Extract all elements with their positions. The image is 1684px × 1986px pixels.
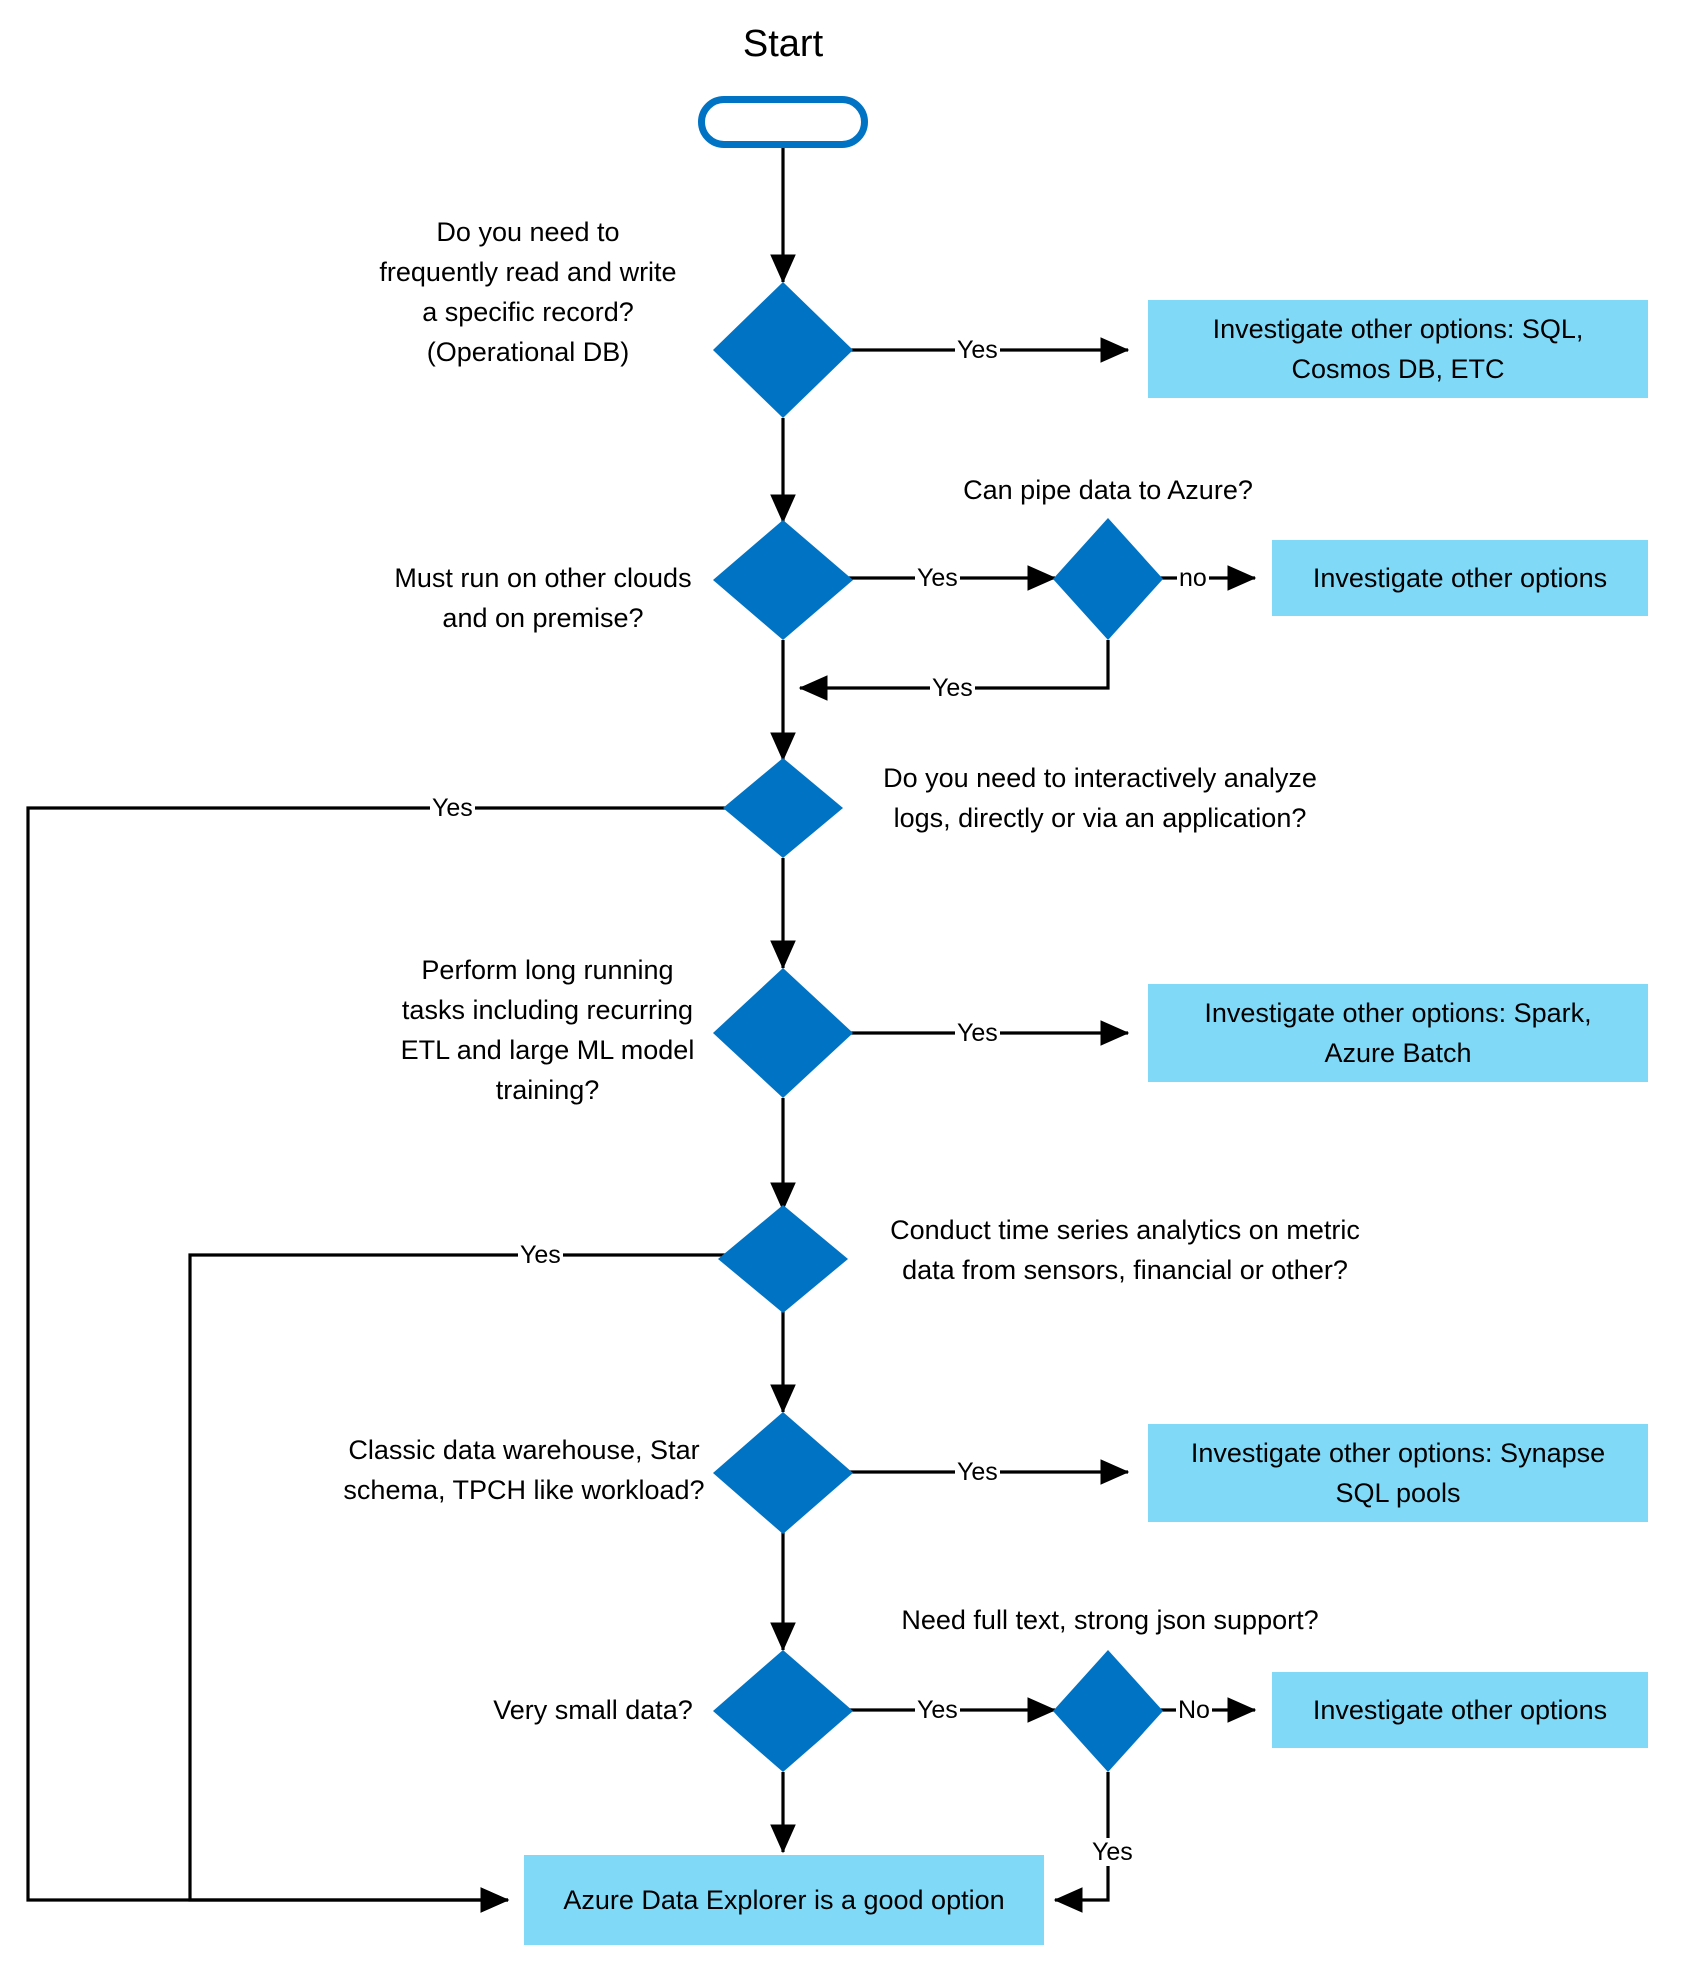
decision-1-diamond[interactable] bbox=[713, 282, 853, 418]
decision-6-diamond[interactable] bbox=[713, 1412, 853, 1534]
decision-2b-label: Can pipe data to Azure? bbox=[963, 475, 1253, 505]
outcome-box-6[interactable]: Investigate other options: Synapse SQL p… bbox=[1148, 1424, 1648, 1522]
decision-7b-diamond[interactable] bbox=[1053, 1650, 1163, 1772]
start-terminator bbox=[698, 96, 868, 148]
decision-7-diamond[interactable] bbox=[713, 1650, 853, 1772]
decision-5-label: Conduct time series analytics on metric … bbox=[890, 1215, 1360, 1285]
decision-7b-label: Need full text, strong json support? bbox=[901, 1605, 1319, 1635]
edge-label-d7b-no: No bbox=[1176, 1696, 1212, 1724]
edge-label-d4-yes: Yes bbox=[955, 1019, 1000, 1047]
decision-1-label: Do you need to frequently read and write… bbox=[379, 217, 677, 367]
decision-3-label: Do you need to interactively analyze log… bbox=[883, 763, 1317, 833]
decision-7-label: Very small data? bbox=[493, 1695, 693, 1725]
decision-5-diamond[interactable] bbox=[718, 1205, 848, 1313]
decision-2-diamond[interactable] bbox=[713, 520, 853, 640]
edge-label-d6-yes: Yes bbox=[955, 1458, 1000, 1486]
edge-label-d3-yes: Yes bbox=[430, 794, 475, 822]
edge-label-d2b-no: no bbox=[1177, 564, 1209, 592]
edge-label-d2b-yes: Yes bbox=[930, 674, 975, 702]
edge-label-d5-yes: Yes bbox=[518, 1241, 563, 1269]
decision-4-diamond[interactable] bbox=[713, 968, 853, 1098]
outcome-box-2[interactable]: Investigate other options bbox=[1272, 540, 1648, 616]
outcome-box-7[interactable]: Investigate other options bbox=[1272, 1672, 1648, 1748]
edge-label-d2-yes: Yes bbox=[915, 564, 960, 592]
decision-3-diamond[interactable] bbox=[723, 758, 843, 858]
outcome-box-1[interactable]: Investigate other options: SQL, Cosmos D… bbox=[1148, 300, 1648, 398]
edge-label-d7b-yes: Yes bbox=[1090, 1838, 1135, 1866]
final-outcome-box[interactable]: Azure Data Explorer is a good option bbox=[524, 1855, 1044, 1945]
decision-2-label: Must run on other clouds and on premise? bbox=[394, 563, 692, 633]
edge-label-d7-yes: Yes bbox=[915, 1696, 960, 1724]
start-label: Start bbox=[742, 23, 824, 65]
outcome-box-4[interactable]: Investigate other options: Spark, Azure … bbox=[1148, 984, 1648, 1082]
decision-2b-diamond[interactable] bbox=[1053, 518, 1163, 640]
decision-6-label: Classic data warehouse, Star schema, TPC… bbox=[343, 1435, 705, 1505]
edge-label-d1-yes: Yes bbox=[955, 336, 1000, 364]
decision-4-label: Perform long running tasks including rec… bbox=[400, 955, 695, 1105]
